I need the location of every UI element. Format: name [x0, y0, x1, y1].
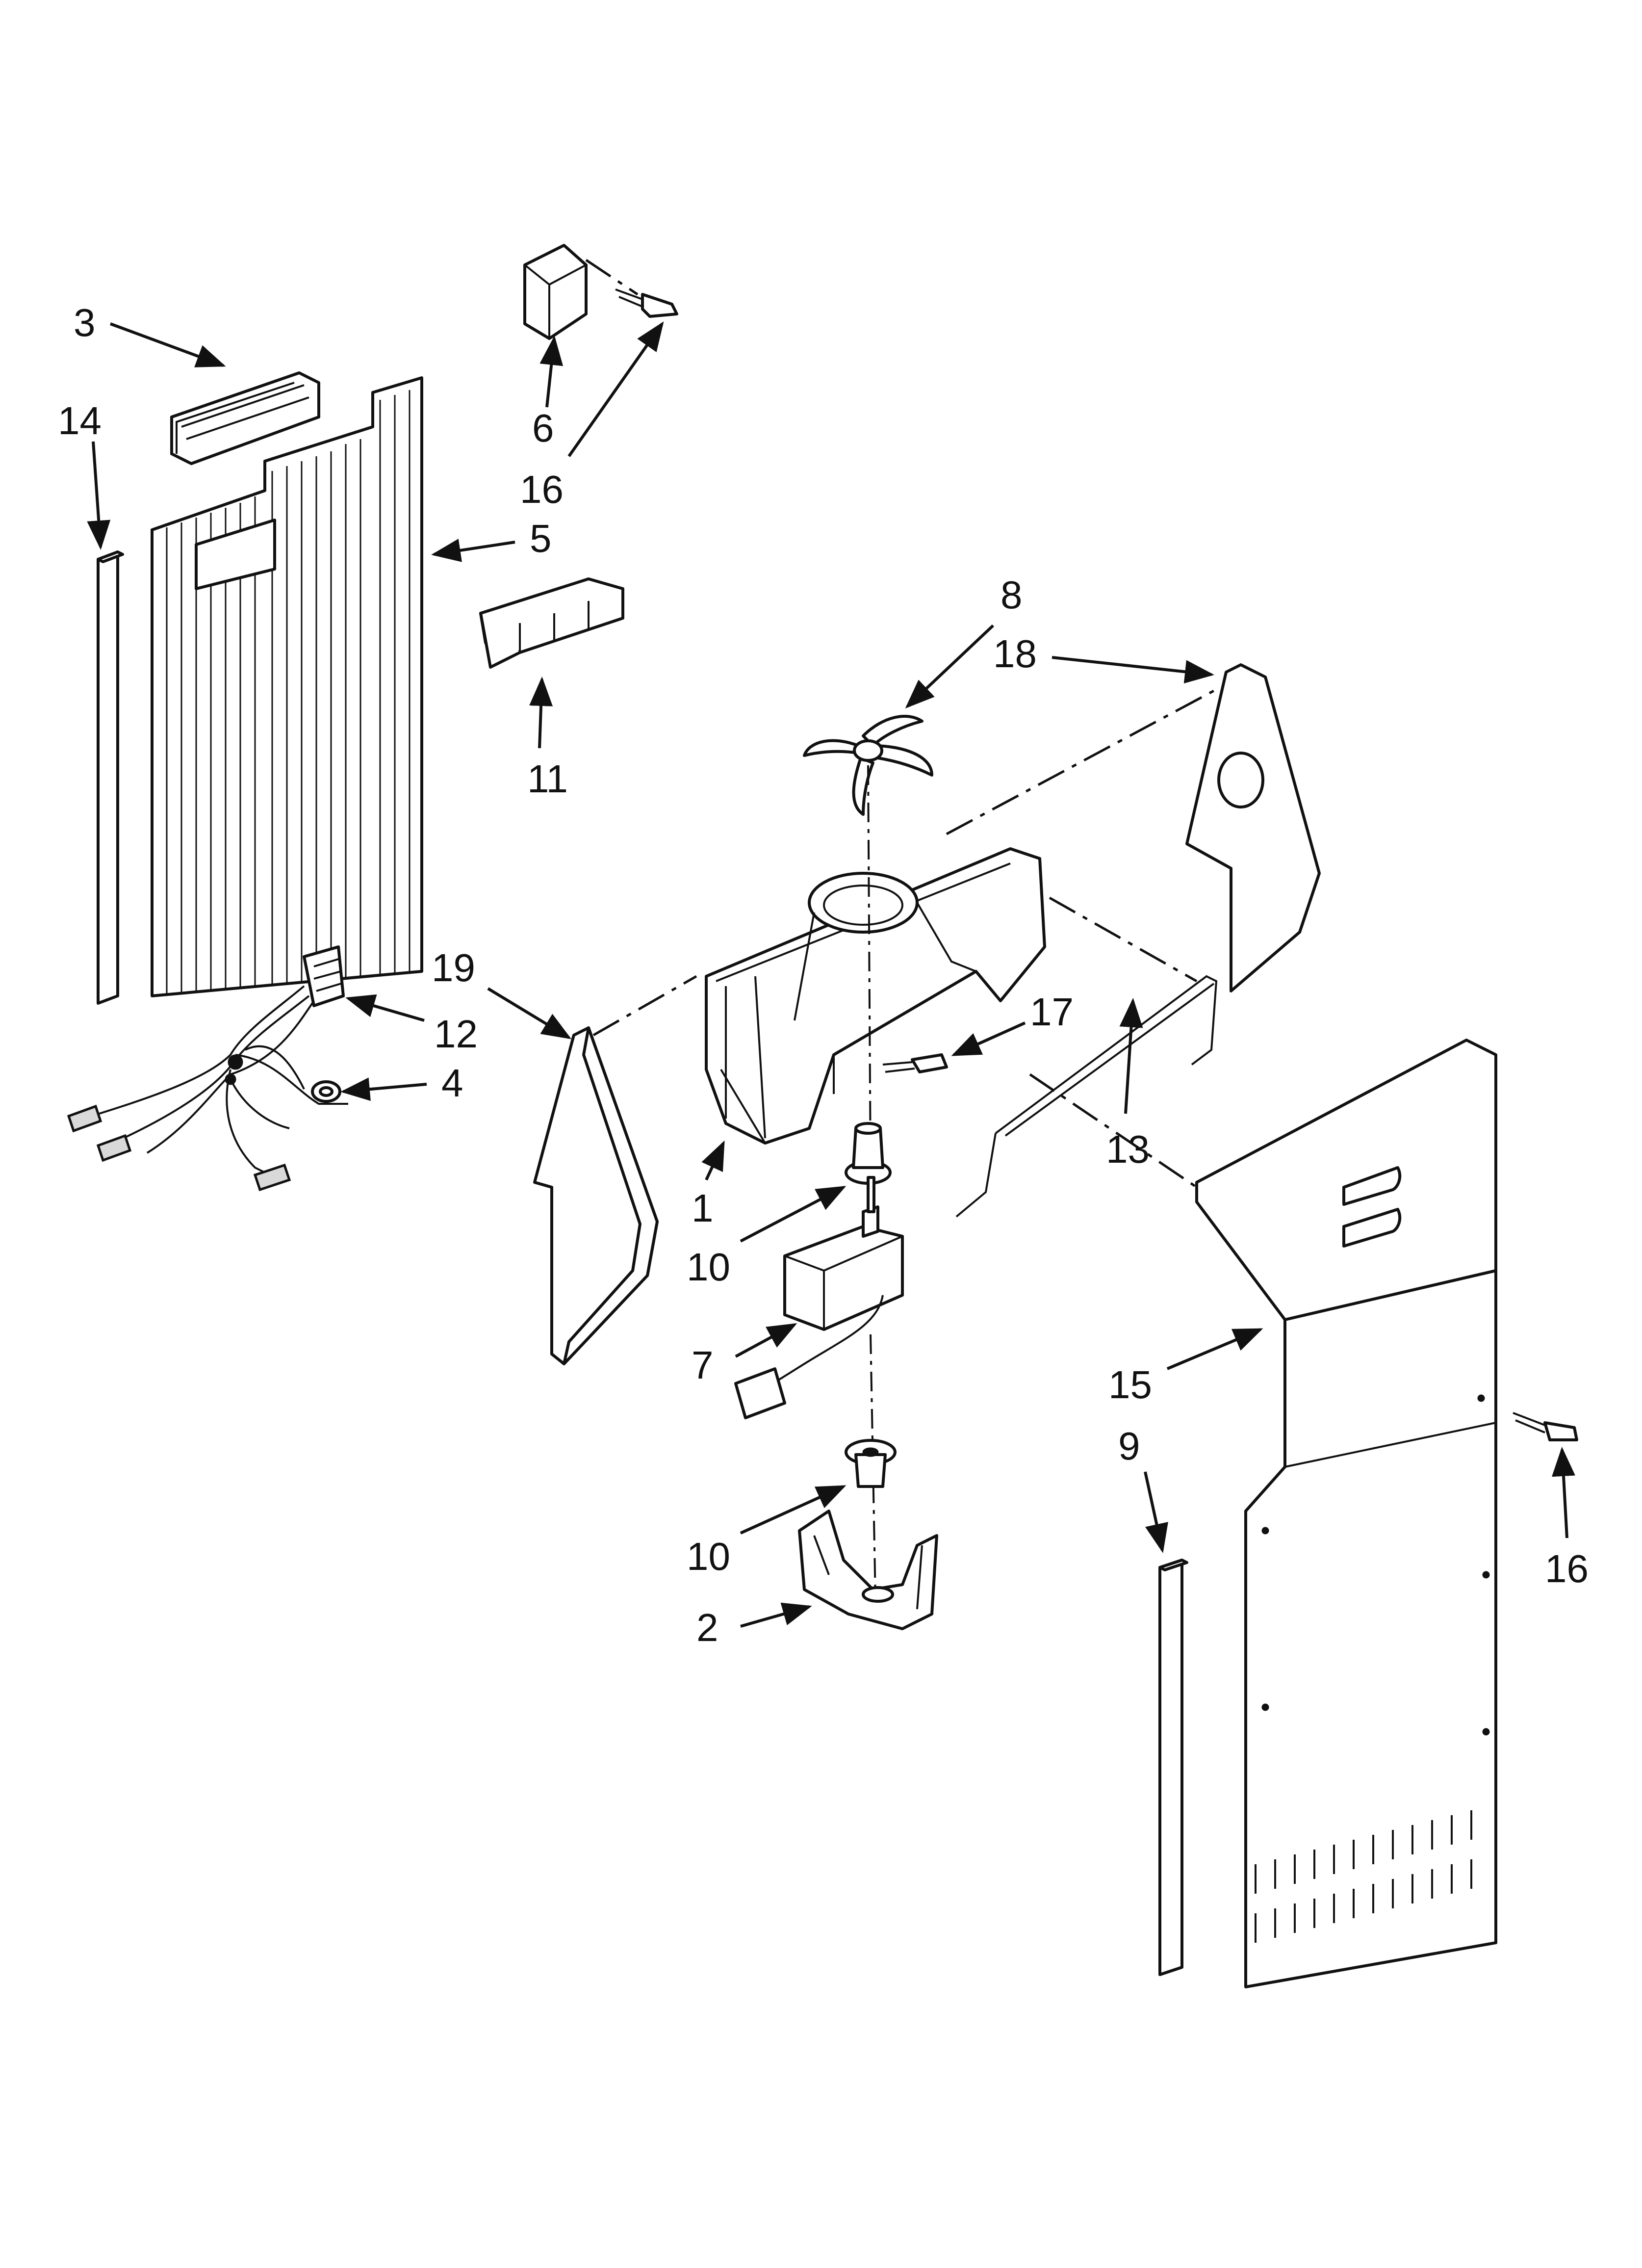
- part-1-fan-housing: [705, 847, 1046, 1145]
- guide-line-13: [1049, 896, 1198, 983]
- callout-6: 6: [532, 406, 554, 450]
- callout-10-lower: 10: [687, 1535, 730, 1578]
- callout-1: 1: [692, 1186, 714, 1230]
- callout-16-bottom: 16: [1545, 1547, 1589, 1590]
- guide-line-19: [592, 975, 697, 1037]
- part-12-wire-harness: [67, 945, 348, 1192]
- part-18-side-panel: [1185, 663, 1321, 992]
- callout-15: 15: [1108, 1363, 1152, 1407]
- callout-19: 19: [432, 946, 475, 990]
- callout-9: 9: [1118, 1424, 1140, 1468]
- leader-arrows: [87, 321, 1575, 1628]
- part-4-grommet: [311, 1080, 341, 1103]
- axis-line-upper: [867, 765, 872, 1168]
- callout-8: 8: [1001, 573, 1023, 617]
- part-10-grommet-upper: [845, 1122, 892, 1185]
- guide-line-6-16: [585, 259, 639, 296]
- callout-7: 7: [692, 1343, 714, 1387]
- part-13-wire-rail: [955, 975, 1218, 1218]
- part-9-gasket-strip: [1158, 1559, 1188, 1976]
- callout-16-top: 16: [520, 468, 564, 511]
- part-3-top-bracket: [170, 371, 320, 465]
- axis-line-lower: [870, 1334, 876, 1600]
- callout-4: 4: [441, 1061, 463, 1105]
- part-6-damper-block: [523, 244, 588, 340]
- callout-18: 18: [993, 632, 1037, 676]
- callout-3: 3: [74, 301, 96, 344]
- part-14-gasket-strip: [97, 550, 124, 1005]
- part-19-side-panel: [533, 1026, 659, 1365]
- callout-13: 13: [1106, 1127, 1150, 1171]
- callout-2: 2: [696, 1606, 718, 1649]
- part-11-baffle: [479, 577, 624, 669]
- callout-17: 17: [1030, 990, 1074, 1034]
- guide-line-18: [946, 685, 1222, 835]
- part-2-motor-bracket: [798, 1510, 938, 1630]
- screw-17: [882, 1053, 948, 1073]
- screw-16-top: [615, 288, 678, 318]
- screw-16-bottom: [1513, 1412, 1578, 1441]
- callout-11: 11: [527, 757, 568, 801]
- callout-12: 12: [434, 1012, 478, 1056]
- callout-5: 5: [530, 517, 552, 560]
- part-10-grommet-lower: [845, 1439, 897, 1488]
- part-15-rear-cover: [1195, 1039, 1497, 1988]
- part-7-fan-motor: [734, 1176, 904, 1419]
- part-5-evaporator-cover: [151, 376, 423, 997]
- guide-line-15: [1029, 1073, 1198, 1189]
- callout-10-upper: 10: [687, 1245, 730, 1289]
- callout-14: 14: [58, 399, 102, 443]
